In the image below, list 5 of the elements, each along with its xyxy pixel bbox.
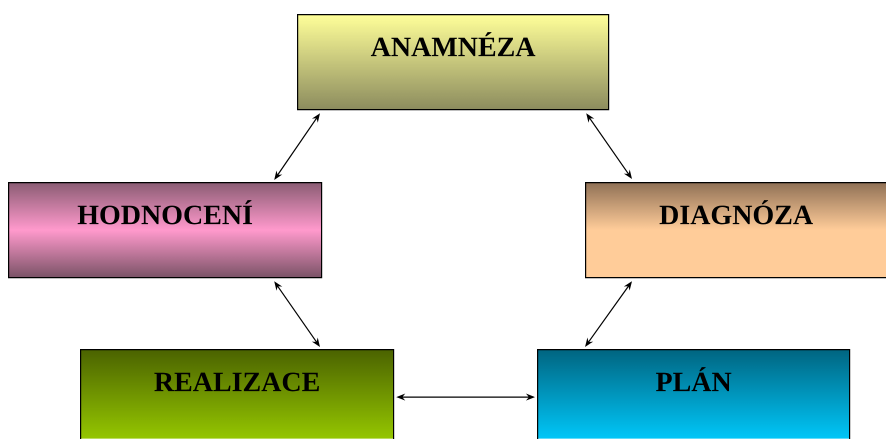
process-box: ANAMNÉZA	[297, 14, 610, 110]
process-box: REALIZACE	[80, 349, 394, 439]
process-box: HODNOCENÍ	[8, 182, 322, 278]
process-box: PLÁN	[537, 349, 850, 439]
process-box: DIAGNÓZA	[585, 182, 886, 278]
